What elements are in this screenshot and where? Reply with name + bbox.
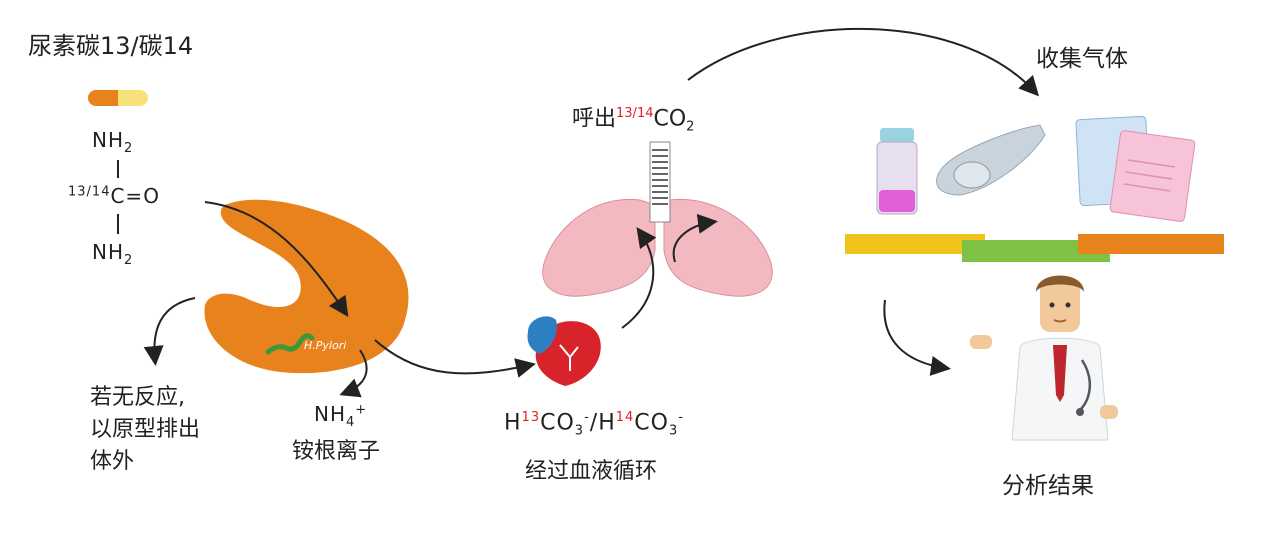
- bicarb-sub-2: 3: [668, 423, 679, 439]
- arrow-to-heart: [374, 339, 536, 378]
- color-bar: [845, 234, 1224, 262]
- no-reaction-line-2: 以原型排出: [90, 417, 201, 442]
- bicarb-charge-2: -: [678, 410, 684, 425]
- bicarb-isotope-13: 13: [521, 410, 541, 425]
- ammonium-formula: NH4+: [314, 402, 367, 430]
- no-reaction-line-3: 体外: [90, 449, 135, 474]
- urea-bottom-amine: NH2: [92, 240, 133, 268]
- no-reaction-line-1: 若无反应,: [90, 385, 185, 410]
- exhale-label: 呼出13/14CO2: [572, 100, 694, 142]
- arrow-to-result: [883, 299, 951, 376]
- arrow-no-reaction: [143, 297, 196, 366]
- ammonium-name: 铵根离子: [292, 439, 381, 464]
- bicarb-h-2: H: [598, 410, 616, 436]
- breath-bag-icon: [936, 124, 1046, 196]
- bicarb-isotope-14: 14: [615, 410, 635, 425]
- exhale-isotope: 13/14: [616, 106, 654, 121]
- result-label: 分析结果: [1002, 473, 1094, 499]
- urea-carbonyl: 13/14C=O: [68, 184, 160, 208]
- urea-bottom-sub: 2: [124, 253, 134, 268]
- blood-circulation-caption: 经过血液循环: [525, 459, 658, 484]
- diagram-title: 尿素碳13/碳14: [28, 32, 194, 60]
- urea-top-amine: NH2: [92, 128, 133, 156]
- bicarb-slash: /: [589, 410, 599, 436]
- arrow-to-collect: [687, 27, 1040, 97]
- bacteria-icon: [265, 333, 315, 355]
- bicarb-sub-1: 3: [574, 423, 585, 439]
- doctor-icon: [970, 275, 1118, 441]
- exhale-co: CO: [653, 106, 687, 132]
- exhale-prefix: 呼出: [572, 106, 617, 132]
- stomach-shape: [204, 199, 409, 374]
- ammonium-sub: 4: [346, 415, 356, 430]
- test-card-icon: [1075, 115, 1196, 222]
- heart-icon: [527, 316, 601, 386]
- collect-gas-label: 收集气体: [1036, 46, 1128, 72]
- exhale-sub: 2: [686, 119, 695, 135]
- urea-carbon-isotope: 13/14: [68, 184, 111, 200]
- ammonium-base: NH: [314, 402, 346, 426]
- arrow-into-stomach: [204, 201, 349, 317]
- urea-top-group: NH: [92, 128, 124, 152]
- urea-bottom-group: NH: [92, 240, 124, 264]
- bicarb-co-1: CO: [540, 410, 575, 436]
- urea-carbon-bond: C=O: [110, 184, 160, 208]
- h-pylori-label: H.Pylori: [304, 339, 347, 352]
- vial-icon: [876, 128, 918, 215]
- arrow-lung-up: [672, 213, 718, 263]
- arrow-heart-to-lung: [621, 227, 657, 329]
- ammonium-charge: +: [355, 402, 368, 418]
- no-reaction-text: 若无反应, 以原型排出 体外: [90, 382, 200, 478]
- lungs-icon: [542, 141, 773, 297]
- arrow-ammonium: [339, 349, 368, 398]
- bicarbonate-formula: H13CO3-/H14CO3-: [504, 410, 684, 439]
- bicarb-charge-1: -: [584, 410, 590, 425]
- bicarb-co-2: CO: [634, 410, 669, 436]
- capsule-icon: [88, 90, 148, 106]
- urea-top-sub: 2: [124, 141, 134, 156]
- bicarb-h-1: H: [504, 410, 522, 436]
